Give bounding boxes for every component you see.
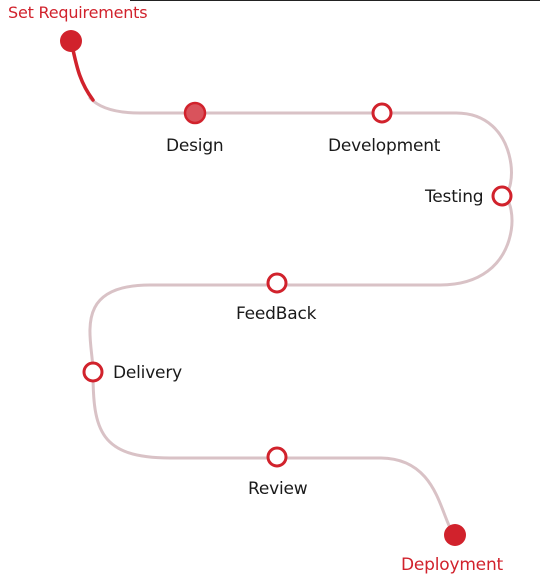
review-node	[266, 446, 288, 468]
label-design: Design	[166, 136, 224, 156]
delivery-node	[82, 361, 104, 383]
development-node	[371, 102, 393, 124]
end-node	[444, 524, 466, 546]
design-node	[183, 101, 207, 125]
label-development: Development	[328, 136, 441, 156]
start-node	[60, 30, 82, 52]
feedback-node	[266, 272, 288, 294]
label-review: Review	[248, 479, 308, 499]
roadmap-path	[88, 96, 514, 537]
label-feedback: FeedBack	[236, 304, 317, 324]
top-border	[130, 0, 540, 1]
label-testing: Testing	[425, 187, 484, 207]
label-deployment: Deployment	[401, 555, 503, 575]
label-delivery: Delivery	[113, 363, 182, 383]
testing-node	[491, 185, 513, 207]
label-set-requirements: Set Requirements	[8, 3, 148, 22]
